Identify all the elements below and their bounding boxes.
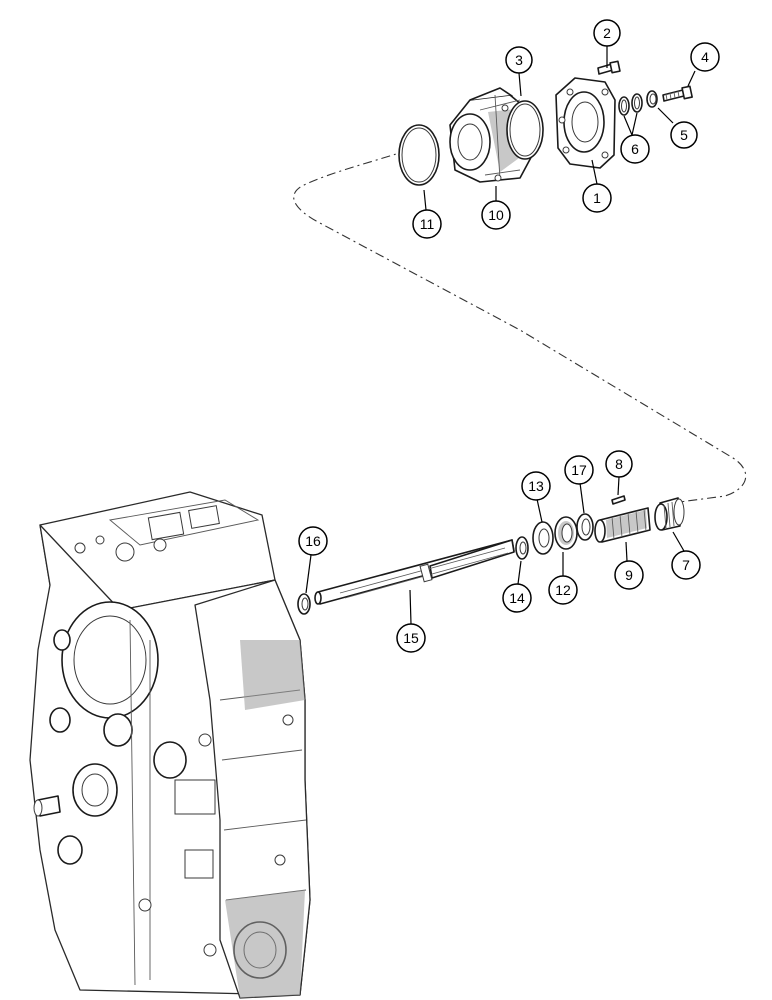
plug-5 [646, 90, 658, 108]
thrust-washer-13 [532, 521, 554, 555]
callout-6: 6 [620, 134, 650, 164]
bolt-2 [597, 60, 621, 75]
callout-5: 5 [670, 121, 698, 149]
snap-ring-17 [576, 513, 594, 541]
svg-text:2: 2 [603, 25, 611, 41]
callout-4: 4 [690, 42, 720, 72]
bearing-12 [554, 516, 578, 550]
callout-17: 17 [564, 455, 594, 485]
transmission-housing [29, 491, 311, 999]
shaft-seal [297, 593, 311, 615]
roll-pin-8 [611, 495, 626, 505]
callout-11: 11 [412, 209, 442, 239]
svg-text:13: 13 [528, 478, 544, 494]
o-rings-6 [618, 93, 643, 116]
svg-text:11: 11 [420, 216, 435, 232]
svg-text:10: 10 [488, 207, 504, 223]
o-ring-3 [506, 100, 544, 160]
input-shaft [314, 539, 515, 605]
pump-cover-1 [555, 77, 616, 169]
svg-text:12: 12 [555, 582, 571, 598]
svg-text:14: 14 [509, 590, 525, 606]
callout-1: 1 [582, 183, 612, 213]
alignment-dashed-line [293, 149, 747, 504]
svg-text:5: 5 [680, 127, 688, 143]
svg-text:3: 3 [515, 52, 523, 68]
leader-lines [305, 46, 696, 625]
callout-15: 15 [396, 623, 426, 653]
callout-7: 7 [671, 550, 701, 580]
callout-16: 16 [298, 526, 328, 556]
svg-text:15: 15 [403, 630, 419, 646]
callout-12: 12 [548, 575, 578, 605]
callout-2: 2 [593, 19, 621, 47]
svg-text:1: 1 [593, 190, 601, 206]
callout-3: 3 [505, 46, 533, 74]
callout-13: 13 [521, 471, 551, 501]
o-ring-11 [398, 124, 440, 186]
bolt-4 [662, 85, 693, 102]
callout-8: 8 [605, 450, 633, 478]
washer-14 [515, 536, 529, 560]
splined-coupling-9 [594, 507, 651, 543]
svg-text:8: 8 [615, 456, 623, 472]
callout-14: 14 [502, 583, 532, 613]
needle-bearing-7 [654, 497, 685, 531]
svg-text:17: 17 [571, 462, 587, 478]
svg-text:16: 16 [305, 533, 321, 549]
svg-text:4: 4 [701, 49, 709, 65]
callout-10: 10 [481, 200, 511, 230]
svg-text:7: 7 [682, 557, 690, 573]
svg-text:9: 9 [625, 567, 633, 583]
callout-9: 9 [614, 560, 644, 590]
svg-text:6: 6 [631, 141, 639, 157]
